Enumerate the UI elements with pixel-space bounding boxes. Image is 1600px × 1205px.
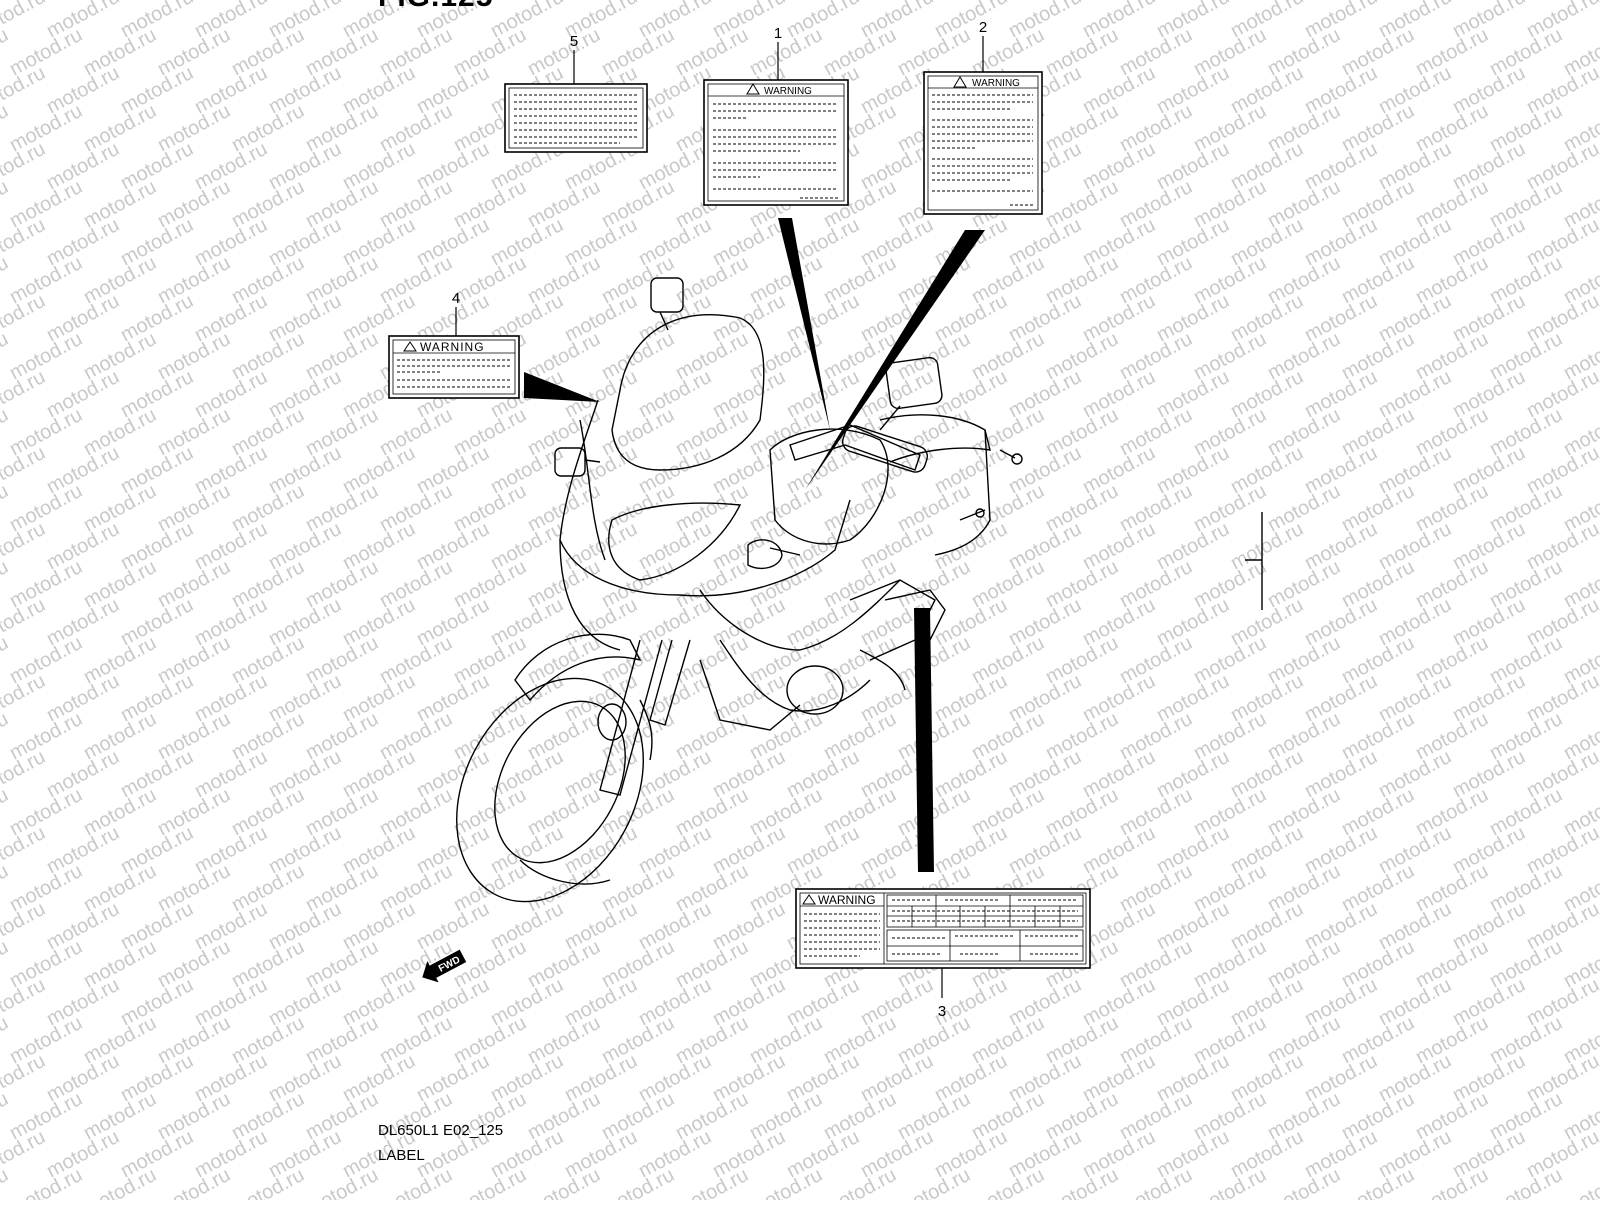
watermark-text: motod.ru: [0, 214, 49, 270]
watermark-text: motod.ru: [1523, 974, 1600, 1030]
label-1-header: WARNING: [764, 86, 812, 97]
watermark-text: motod.ru: [0, 898, 49, 954]
callout-number-5: 5: [570, 33, 578, 50]
watermark-text: motod.ru: [0, 556, 12, 612]
pointer-label-3: [914, 608, 934, 872]
watermark-text: motod.ru: [0, 1050, 49, 1106]
watermark-text: motod.ru: [0, 62, 49, 118]
watermark-text: motod.ru: [0, 670, 49, 726]
watermark-text: motod.ru: [0, 328, 12, 384]
label-2-header: WARNING: [972, 78, 1020, 89]
watermark-text: motod.ru: [0, 1012, 12, 1068]
watermark-text: motod.ru: [0, 594, 49, 650]
section-name: LABEL: [378, 1147, 425, 1164]
callout-number-4: 4: [452, 290, 460, 307]
figure-title: FIG.125: [378, 0, 493, 14]
label-4-frame: [388, 335, 520, 399]
watermark-text: motod.ru: [0, 366, 49, 422]
watermark-text: motod.ru: [0, 708, 12, 764]
watermark-text: motod.ru: [0, 404, 12, 460]
label-5-frame: [504, 83, 648, 153]
watermark-text: motod.ru: [1523, 366, 1600, 422]
watermark-text: motod.ru: [0, 24, 12, 80]
watermark-text: motod.ru: [1597, 0, 1600, 42]
watermark-text: motod.ru: [0, 1164, 12, 1200]
label-4: 4 WARNING: [388, 290, 520, 399]
warning-triangle-icon: [802, 894, 816, 905]
watermark-text: motod.ru: [1523, 594, 1600, 650]
label-1-frame: [703, 79, 849, 206]
watermark-text: motod.ru: [1523, 62, 1600, 118]
watermark-text: motod.ru: [0, 860, 12, 916]
watermark-text: motod.ru: [0, 784, 12, 840]
watermark-text: motod.ru: [0, 252, 12, 308]
watermark-text: motod.ru: [0, 290, 49, 346]
motorcycle-drawing: [456, 277, 1263, 903]
label-2-frame: [923, 71, 1043, 215]
watermark-text: motod.ru: [1523, 1126, 1600, 1182]
model-code: DL650L1 E02_125: [378, 1122, 504, 1139]
label-4-header: WARNING: [420, 340, 485, 354]
pointer-label-4: [524, 372, 600, 402]
watermark-text: motod.ru: [1523, 442, 1600, 498]
watermark-text: motod.ru: [1523, 138, 1600, 194]
label-3-header: WARNING: [818, 893, 876, 907]
watermark-text: motod.ru: [0, 1088, 12, 1144]
watermark-text: motod.ru: [0, 1126, 49, 1182]
watermark-text: motod.ru: [0, 746, 49, 802]
label-2: 2 WARNING: [923, 19, 1043, 215]
watermark-text: motod.ru: [0, 518, 49, 574]
pointer-label-1: [778, 218, 830, 430]
label-5: 5: [504, 33, 648, 153]
watermark-text: motod.ru: [1523, 518, 1600, 574]
label-3: WARNING: [795, 888, 1091, 1020]
watermark-text: motod.ru: [1560, 1164, 1600, 1200]
warning-triangle-icon: [953, 76, 967, 88]
watermark-text: motod.ru: [0, 176, 12, 232]
watermark-text: motod.ru: [0, 974, 49, 1030]
watermark-text: motod.ru: [1523, 898, 1600, 954]
watermark-text: motod.ru: [0, 822, 49, 878]
watermark-text: motod.ru: [1523, 214, 1600, 270]
callout-number-3: 3: [938, 1003, 946, 1020]
watermark-text: motod.ru: [0, 480, 12, 536]
watermark-text: motod.ru: [0, 442, 49, 498]
label-1: 1 WARNING: [703, 25, 849, 206]
callout-number-1: 1: [774, 25, 782, 42]
watermark-text: motod.ru: [1523, 290, 1600, 346]
watermark-text: motod.ru: [0, 936, 12, 992]
watermark-text: motod.ru: [1523, 1050, 1600, 1106]
pointer-label-2: [805, 230, 985, 490]
watermark-text: motod.ru: [1523, 822, 1600, 878]
watermark-text: motod.ru: [0, 138, 49, 194]
watermark-text: motod.ru: [0, 632, 12, 688]
watermark-text: motod.ru: [0, 100, 12, 156]
watermark-text: motod.ru: [1523, 746, 1600, 802]
callout-number-2: 2: [979, 19, 987, 36]
warning-triangle-icon: [403, 341, 417, 352]
warning-triangle-icon: [746, 83, 760, 95]
watermark-text: motod.ru: [1523, 670, 1600, 726]
leader-pointers: [524, 218, 985, 872]
